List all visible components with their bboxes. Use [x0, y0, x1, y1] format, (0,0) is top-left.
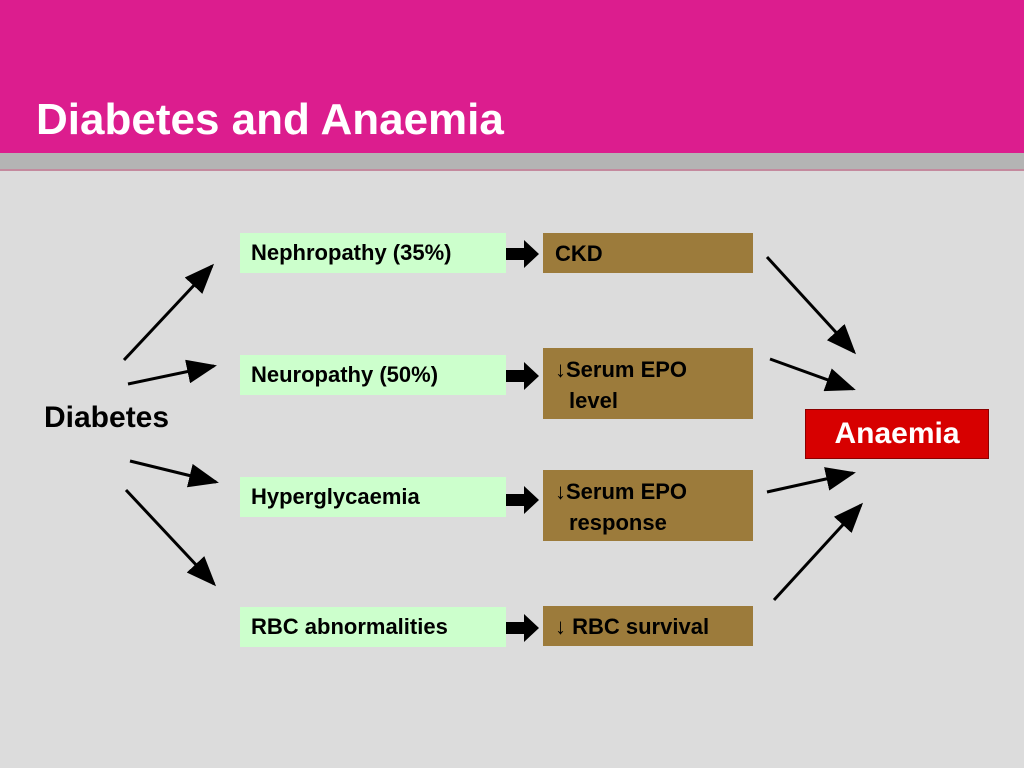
arrow-diabetes-to-rbc-abnormalities: [124, 488, 217, 587]
arrow-diabetes-to-hyperglycaemia: [129, 459, 219, 488]
arrow-rbc-survival-to-anaemia: [772, 502, 864, 602]
effect-text: ↓Serum EPO: [555, 357, 688, 382]
arrow-diabetes-to-neuropathy: [127, 359, 217, 386]
cause-box-hyperglycaemia: Hyperglycaemia: [240, 477, 506, 517]
diabetes-node: Diabetes: [44, 401, 170, 434]
header-divider: [0, 153, 1024, 171]
arrow-diabetes-to-nephropathy: [122, 263, 215, 362]
block-arrow-icon: [506, 362, 539, 390]
arrow-epo-response-to-anaemia: [766, 467, 856, 494]
block-arrow-icon: [506, 240, 539, 268]
cause-box-neuropathy: Neuropathy (50%): [240, 355, 506, 395]
effect-text: ↓Serum EPO: [555, 479, 688, 504]
effect-box-serum-epo-level: ↓Serum EPO level: [543, 348, 753, 419]
arrow-ckd-to-anaemia: [765, 255, 857, 355]
arrow-epo-level-to-anaemia: [769, 357, 856, 392]
effect-box-rbc-survival: ↓ RBC survival: [543, 606, 753, 646]
cause-box-rbc-abnormalities: RBC abnormalities: [240, 607, 506, 647]
slide-title: Diabetes and Anaemia: [36, 95, 504, 144]
effect-box-ckd: CKD: [543, 233, 753, 273]
effect-box-serum-epo-response: ↓Serum EPO response: [543, 470, 753, 541]
slide-header: Diabetes and Anaemia: [0, 0, 1024, 153]
cause-box-nephropathy: Nephropathy (35%): [240, 233, 506, 273]
anaemia-node: Anaemia: [805, 409, 989, 459]
effect-text: ↓ RBC survival: [555, 614, 710, 639]
effect-text: CKD: [555, 241, 603, 266]
block-arrow-icon: [506, 486, 539, 514]
effect-text: response: [569, 510, 667, 535]
block-arrow-icon: [506, 614, 539, 642]
effect-text: level: [569, 388, 618, 413]
